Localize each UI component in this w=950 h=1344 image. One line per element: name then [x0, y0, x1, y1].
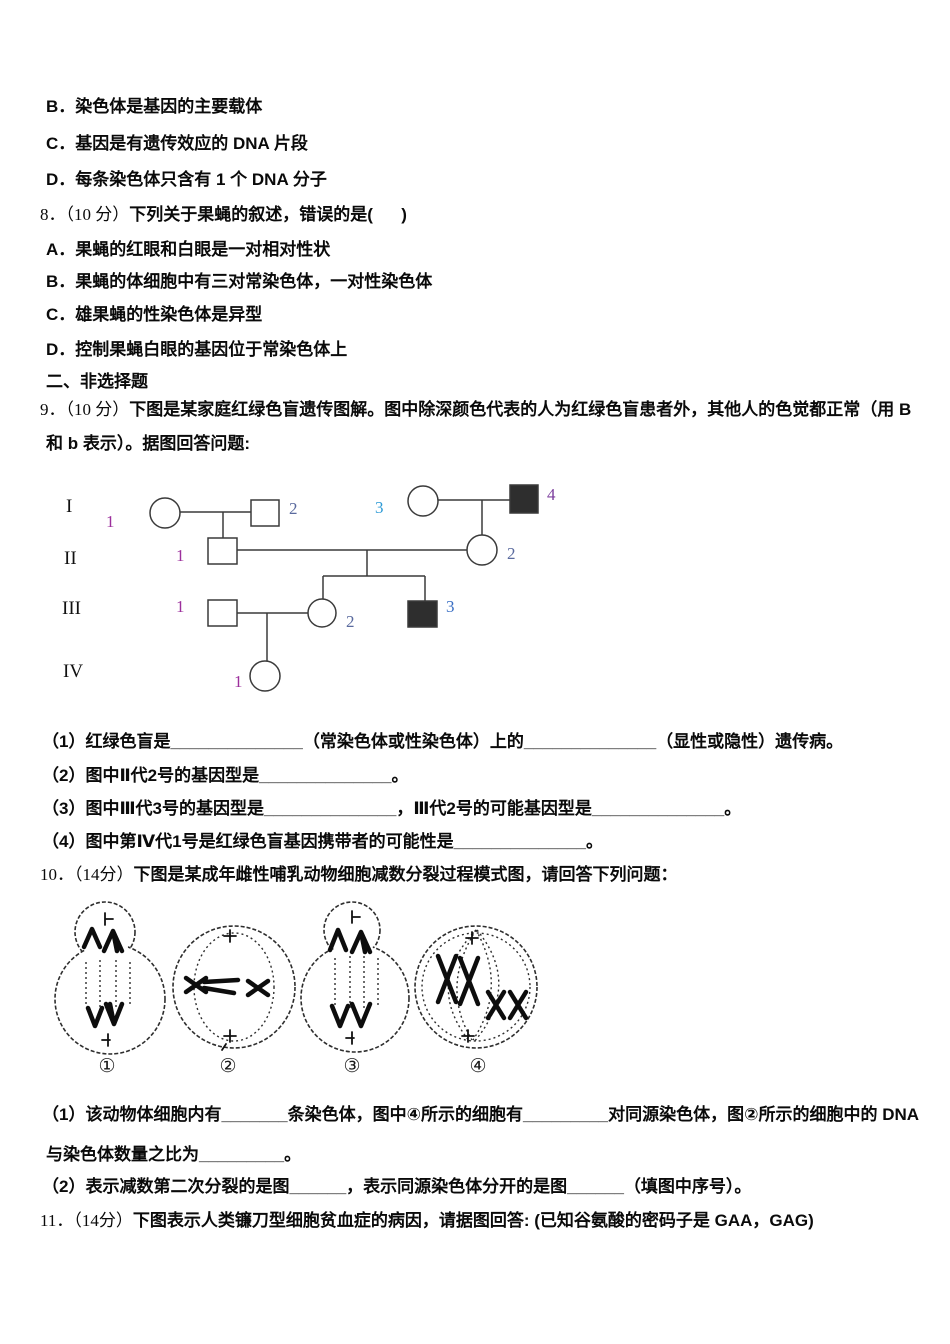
- pedigree-member-I-1: [149, 497, 181, 529]
- line-text: 下图表示人类镰刀型细胞贫血症的病因，请据图回答: (已知谷氨酸的密码子是 GAA…: [132, 1211, 814, 1230]
- question-number: 11．（14分）: [40, 1211, 133, 1230]
- line-text: （1）红绿色盲是______________（常染色体或性染色体）上的_____…: [42, 732, 844, 751]
- option-7D: D．每条染色体只含有 1 个 DNA 分子: [46, 170, 327, 190]
- line-text: （2）图中Ⅱ代2号的基因型是______________。: [42, 766, 409, 785]
- line-text: A．果蝇的红眼和白眼是一对相对性状: [46, 240, 331, 259]
- option-7C: C．基因是有遗传效应的 DNA 片段: [46, 134, 308, 154]
- meiosis-cell-1: [54, 901, 166, 1055]
- question-number: 9．（10 分）: [40, 400, 130, 419]
- pedigree-member-number-I-4: 4: [547, 485, 556, 504]
- pedigree-member-II-2: [466, 534, 498, 566]
- question-8: 8．（10 分）下列关于果蝇的叙述，错误的是( ): [40, 205, 407, 225]
- question-9-4: （4）图中第Ⅳ代1号是红绿色盲基因携带者的可能性是______________。: [42, 832, 603, 852]
- line-text: 二、非选择题: [46, 372, 148, 391]
- pedigree-member-IV-1: [249, 660, 281, 692]
- line-text: 与染色体数量之比为_________。: [46, 1145, 302, 1164]
- cell-label-3: ③: [343, 1056, 360, 1077]
- line-text: C．雄果蝇的性染色体是异型: [46, 305, 263, 324]
- line-text: B．果蝇的体细胞中有三对常染色体，一对性染色体: [46, 272, 433, 291]
- pedigree-generation-label-II: II: [64, 548, 77, 569]
- line-text: 下列关于果蝇的叙述，错误的是( ): [129, 205, 407, 224]
- pedigree-member-number-IV-1: 1: [234, 672, 243, 691]
- question-number: 10．（14分）: [40, 865, 134, 884]
- pedigree-member-number-II-1: 1: [176, 546, 185, 565]
- line-text: B．染色体是基因的主要载体: [46, 97, 263, 116]
- pedigree-member-I-2: [250, 499, 280, 527]
- pedigree-member-I-4: [509, 484, 539, 514]
- question-number: 8．（10 分）: [40, 205, 130, 224]
- question-9-3: （3）图中Ⅲ代3号的基因型是______________，Ⅲ代2号的可能基因型是…: [42, 799, 741, 819]
- question-9-1: （1）红绿色盲是______________（常染色体或性染色体）上的_____…: [42, 732, 843, 752]
- meiosis-figure: ① ② ③ ④: [54, 901, 538, 1077]
- option-8A: A．果蝇的红眼和白眼是一对相对性状: [46, 240, 330, 260]
- option-7B: B．染色体是基因的主要载体: [46, 97, 262, 117]
- question-10-1-cont: 与染色体数量之比为_________。: [46, 1145, 301, 1165]
- meiosis-cell-4: [414, 925, 538, 1049]
- line-text: 下图是某成年雌性哺乳动物细胞减数分裂过程模式图，请回答下列问题：: [133, 865, 678, 884]
- meiosis-cell-3: [300, 901, 410, 1053]
- line-text: C．基因是有遗传效应的 DNA 片段: [46, 134, 308, 153]
- line-text: 和 b 表示）。据图回答问题:: [46, 434, 250, 453]
- cell-label-1: ①: [98, 1056, 115, 1077]
- option-8C: C．雄果蝇的性染色体是异型: [46, 305, 262, 325]
- pedigree-member-number-III-2: 2: [346, 612, 355, 631]
- pedigree-member-III-3: [407, 600, 438, 628]
- question-10: 10．（14分）下图是某成年雌性哺乳动物细胞减数分裂过程模式图，请回答下列问题：: [40, 865, 678, 885]
- option-8B: B．果蝇的体细胞中有三对常染色体，一对性染色体: [46, 272, 432, 292]
- pedigree-generation-label-IV: IV: [63, 661, 83, 682]
- question-9-cont: 和 b 表示）。据图回答问题:: [46, 434, 250, 454]
- line-text: （1）该动物体细胞内有_______条染色体，图中④所示的细胞有________…: [42, 1105, 920, 1124]
- question-9-2: （2）图中Ⅱ代2号的基因型是______________。: [42, 766, 408, 786]
- question-11: 11．（14分）下图表示人类镰刀型细胞贫血症的病因，请据图回答: (已知谷氨酸的…: [40, 1211, 814, 1231]
- pedigree-generation-label-I: I: [66, 496, 72, 517]
- question-10-1: （1）该动物体细胞内有_______条染色体，图中④所示的细胞有________…: [42, 1105, 919, 1125]
- meiosis-cell-2: [172, 925, 296, 1051]
- pedigree-member-III-2: [307, 598, 337, 628]
- line-text: （3）图中Ⅲ代3号的基因型是______________，Ⅲ代2号的可能基因型是…: [42, 799, 742, 818]
- cell-label-4: ④: [469, 1056, 486, 1077]
- pedigree-member-I-3: [407, 485, 439, 517]
- pedigree-member-II-1: [207, 537, 238, 565]
- pedigree-member-number-I-1: 1: [106, 512, 115, 531]
- cell-label-2: ②: [219, 1056, 236, 1077]
- question-9: 9．（10 分）下图是某家庭红绿色盲遗传图解。图中除深颜色代表的人为红绿色盲患者…: [40, 400, 911, 420]
- pedigree-member-number-I-3: 3: [375, 498, 384, 517]
- pedigree-member-number-II-2: 2: [507, 544, 516, 563]
- line-text: （2）表示减数第二次分裂的是图______，表示同源染色体分开的是图______…: [42, 1177, 752, 1196]
- section-heading: 二、非选择题: [46, 372, 148, 392]
- option-8D: D．控制果蝇白眼的基因位于常染色体上: [46, 340, 347, 360]
- pedigree-generation-label-III: III: [62, 598, 81, 619]
- pedigree-member-number-III-1: 1: [176, 597, 185, 616]
- line-text: 下图是某家庭红绿色盲遗传图解。图中除深颜色代表的人为红绿色盲患者外，其他人的色觉…: [129, 400, 912, 419]
- pedigree-member-number-I-2: 2: [289, 499, 298, 518]
- line-text: （4）图中第Ⅳ代1号是红绿色盲基因携带者的可能性是______________。: [42, 832, 603, 851]
- pedigree-member-III-1: [207, 599, 238, 627]
- line-text: D．每条染色体只含有 1 个 DNA 分子: [46, 170, 327, 189]
- pedigree-member-number-III-3: 3: [446, 597, 455, 616]
- line-text: D．控制果蝇白眼的基因位于常染色体上: [46, 340, 348, 359]
- question-10-2: （2）表示减数第二次分裂的是图______，表示同源染色体分开的是图______…: [42, 1177, 751, 1197]
